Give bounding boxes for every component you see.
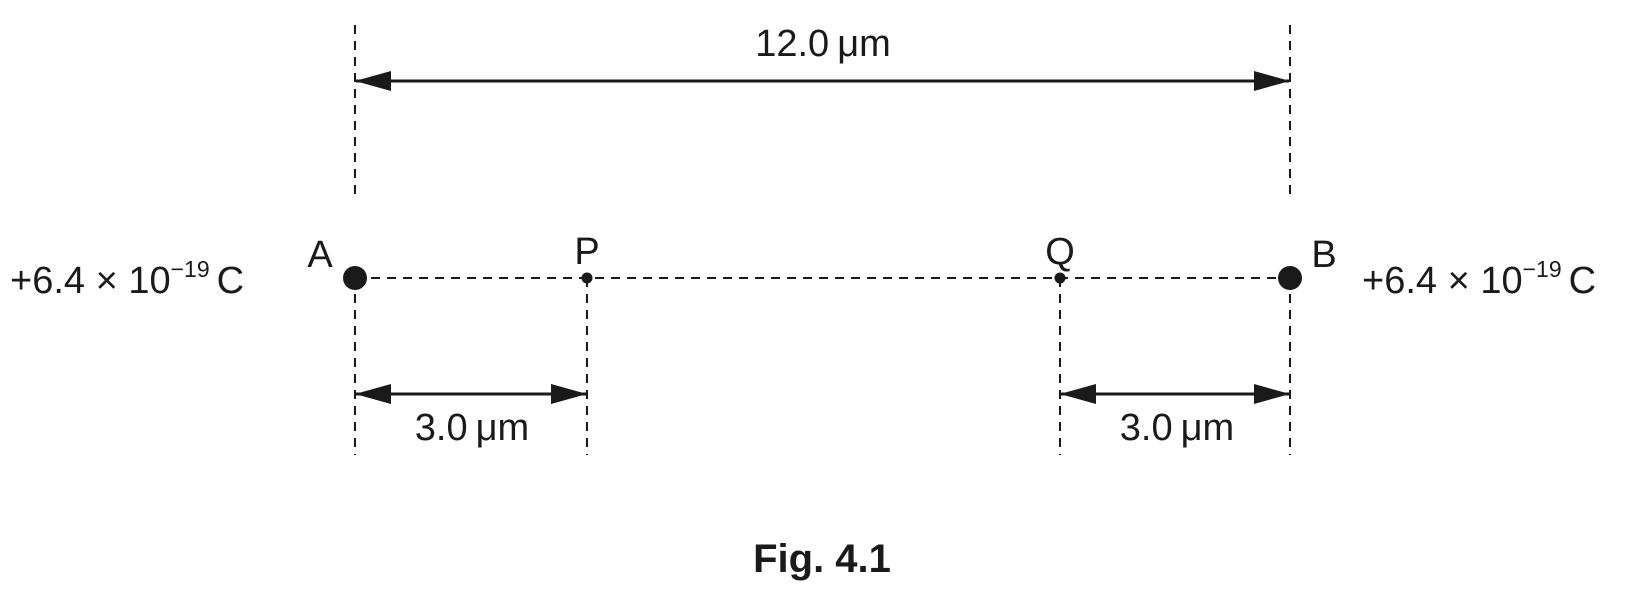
charge-b-base: +6.4 × 10 xyxy=(1362,260,1523,302)
label-q: Q xyxy=(1045,231,1075,273)
point-p-dot xyxy=(581,272,593,284)
point-q-dot xyxy=(1054,272,1066,284)
distance-ab-unit: μm xyxy=(837,23,891,65)
distance-ap-value: 3.0 xyxy=(415,407,468,449)
distance-ab-value: 12.0 xyxy=(755,23,829,65)
figure-caption: Fig. 4.1 xyxy=(753,537,891,581)
charge-b-exponent: −19 xyxy=(1523,256,1562,282)
charge-b-unit: C xyxy=(1569,260,1596,302)
charge-b-value: +6.4 × 10−19 C xyxy=(1362,256,1596,302)
label-p: P xyxy=(574,231,599,273)
charge-a-exponent: −19 xyxy=(171,256,210,282)
charge-a-unit: C xyxy=(217,260,244,302)
distance-qb-unit: μm xyxy=(1181,407,1235,449)
charge-a-base: +6.4 × 10 xyxy=(10,260,171,302)
label-b: B xyxy=(1311,234,1336,276)
charge-a-dot xyxy=(343,266,367,290)
distance-ap-unit: μm xyxy=(476,407,530,449)
charge-b-dot xyxy=(1278,266,1302,290)
label-a: A xyxy=(307,234,333,276)
distance-qb-value: 3.0 xyxy=(1120,407,1173,449)
charge-a-value: +6.4 × 10−19 C xyxy=(10,256,244,302)
